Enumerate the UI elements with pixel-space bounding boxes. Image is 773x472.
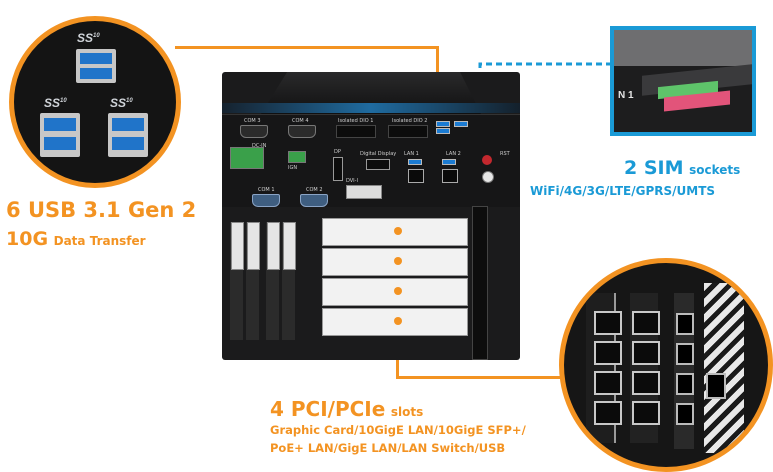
dvi-port: [346, 185, 382, 199]
usb-port-top-2: [436, 128, 450, 134]
com2-label: COM 2: [306, 187, 323, 193]
zoom-rj45-2: [594, 341, 622, 365]
com2-port: [300, 194, 328, 207]
zoom-rj45-7: [632, 371, 660, 395]
usb-port-stack-right: [108, 113, 148, 157]
zoom-dp-2: [676, 403, 694, 425]
pcie-dot-4: [394, 317, 402, 325]
dvi-label: DVI-I: [346, 178, 358, 184]
expansion-bracket: [472, 206, 488, 360]
lan2-label: LAN 2: [446, 151, 461, 157]
sim-callout-sub: WiFi/4G/3G/LTE/GPRS/UMTS: [530, 184, 716, 198]
usb-logo-top: SS10: [77, 31, 100, 45]
com3-label: COM 3: [244, 118, 261, 124]
pcie-dot-1: [394, 227, 402, 235]
rst-label: RST: [500, 151, 510, 157]
zoom-dp-1: [676, 373, 694, 395]
pcie-callout-line-h: [396, 376, 564, 379]
lan1-port: [408, 169, 424, 183]
lan1-label: LAN 1: [404, 151, 419, 157]
usb-callout-headline: 6 USB 3.1 Gen 2: [6, 198, 197, 222]
io-panel: COM 3 COM 4 Isolated DIO 1 Isolated DIO …: [222, 114, 520, 207]
com3-port: [240, 125, 268, 138]
com4-label: COM 4: [292, 118, 309, 124]
zoom-dp-3: [706, 373, 726, 399]
digital-display-label: Digital Display: [360, 151, 397, 157]
usb-callout-sub: 10G Data Transfer: [6, 228, 146, 250]
usb-port-stack-top: [76, 49, 116, 83]
zoom-vent-grille: [704, 283, 744, 453]
pcie-callout-line2: PoE+ LAN/GigE LAN/LAN Switch/USB: [270, 441, 506, 455]
ign-terminal: [288, 151, 306, 163]
dp-port-vertical: [333, 157, 343, 181]
pcie-zoom-circle: [559, 258, 773, 472]
usb-port-lan-2: [442, 159, 456, 165]
dio1-label: Isolated DIO 1: [338, 118, 374, 124]
usb-port-top-1: [436, 121, 450, 127]
pcie-dot-2: [394, 257, 402, 265]
dc-in-terminal: [230, 147, 264, 169]
zoom-rj45-8: [632, 401, 660, 425]
zoom-rj45-4: [594, 401, 622, 425]
usb-logo-left: SS10: [44, 96, 67, 110]
pcie-callout-headline: 4 PCI/PCIe slots: [270, 397, 424, 421]
com4-port: [288, 125, 316, 138]
dp-port: [366, 159, 390, 170]
zoom-rj45-1: [594, 311, 622, 335]
usb-port-lan-1: [408, 159, 422, 165]
com1-label: COM 1: [258, 187, 275, 193]
usb-logo-right: SS10: [110, 96, 133, 110]
drive-tray-handle-4: [283, 222, 296, 270]
sim-zoom-box: N 1: [610, 26, 756, 136]
zoom-hdmi-1: [676, 313, 694, 335]
zoom-rj45-3: [594, 371, 622, 395]
usb-zoom-circle: SS10 SS10 SS10: [9, 16, 181, 188]
com1-port: [252, 194, 280, 207]
dp-label: DP: [334, 149, 341, 155]
zoom-hdmi-2: [676, 343, 694, 365]
usb-port-stack-left: [40, 113, 80, 157]
drive-tray-handle-2: [247, 222, 260, 270]
zoom-rj45-5: [632, 311, 660, 335]
sim-callout-headline: 2 SIM sockets: [624, 157, 741, 179]
audio-jack-white: [482, 171, 494, 183]
audio-jack-red: [482, 155, 492, 165]
zoom-rj45-6: [632, 341, 660, 365]
drive-tray-handle-3: [267, 222, 280, 270]
pcie-callout-line1: Graphic Card/10GigE LAN/10GigE SFP+/: [270, 423, 526, 437]
usb-callout-line-h: [175, 46, 438, 49]
pcie-dot-3: [394, 287, 402, 295]
dio2-label: Isolated DIO 2: [392, 118, 428, 124]
drive-tray-handle-1: [231, 222, 244, 270]
ign-label: IGN: [288, 165, 298, 171]
usb-port-top-3: [454, 121, 468, 127]
sim-slot-number: N 1: [618, 90, 634, 101]
dio2-port: [388, 125, 428, 138]
dio1-port: [336, 125, 376, 138]
dc-in-label: DC-IN: [252, 143, 267, 149]
lan2-port: [442, 169, 458, 183]
